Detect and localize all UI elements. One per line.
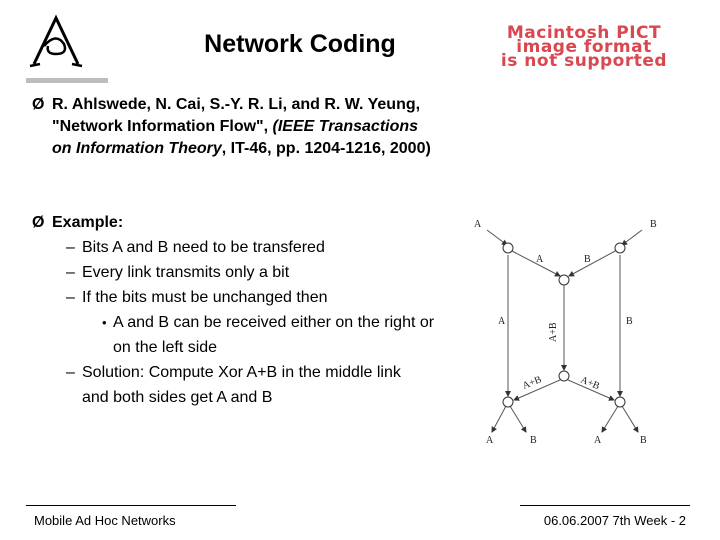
example-heading: Ø Example: [32,210,452,235]
list-item: –Solution: Compute Xor A+B in the middle… [66,364,401,406]
list-item-text: Every link transmits only a bit [82,264,290,281]
sub-list-item: •A and B can be received either on the r… [102,314,435,356]
placeholder-line-1: Macintosh PICT [506,23,662,43]
label-source-a: A [474,219,482,230]
arrow-bullet-icon: Ø [32,96,45,113]
list-item-text: Solution: Compute Xor A+B in the middle … [82,364,401,406]
label-output-1: A [486,435,494,446]
list-item: –Every link transmits only a bit [66,264,290,281]
reference-text: R. Ahlswede, N. Cai, S.-Y. R. Li, and R.… [52,94,432,160]
label-output-4: B [640,435,647,446]
reference-tail: , IT-46, pp. 1204-1216, 2000) [221,140,431,157]
label-top-a: A [536,254,544,265]
list-item: –Bits A and B need to be transfered [66,239,325,256]
footer-course: Mobile Ad Hoc Networks [34,513,176,528]
label-source-b: B [650,219,657,230]
reference-bullet: Ø R. Ahlswede, N. Cai, S.-Y. R. Li, and … [32,94,432,160]
label-output-2: B [530,435,537,446]
logo [29,14,83,68]
arrow-bullet-icon: Ø [32,214,45,231]
sub-list-item-text: A and B can be received either on the ri… [113,314,435,356]
node-center-bottom [558,370,570,382]
network-coding-diagram: A B A B A B A+B A+B A+B A B A B [474,219,657,446]
node-center-top [558,274,570,286]
placeholder-line-3: is not supported [500,51,668,71]
list-item-text: Bits A and B need to be transfered [82,239,325,256]
list-item-text: If the bits must be unchanged then [82,289,328,306]
label-middle: A+B [548,322,559,342]
unsupported-image-placeholder: Macintosh PICT image format is not suppo… [470,23,698,71]
example-bullet: Ø Example: –Bits A and B need to be tran… [32,210,452,410]
footer-divider-left [26,505,236,506]
node-bottom-left [502,396,514,408]
reference-journal: (IEEE Transactions on Information Theory [52,118,419,157]
title-underline [26,78,108,83]
label-right-b: B [626,316,633,327]
node-top-left [502,242,514,254]
example-heading-text: Example: [52,214,124,231]
node-bottom-right [614,396,626,408]
node-top-right [614,242,626,254]
footer-date-slide: 06.06.2007 7th Week - 2 [543,513,686,528]
placeholder-line-2: image format [516,37,652,57]
label-left-a: A [498,316,506,327]
footer-divider-right [520,505,690,506]
label-output-3: A [594,435,602,446]
label-top-b: B [584,254,591,265]
reference-authors: R. Ahlswede, N. Cai, S.-Y. R. Li, and R.… [52,96,421,135]
list-item: –If the bits must be unchanged then [66,289,328,306]
page-title: Network Coding [204,30,396,58]
